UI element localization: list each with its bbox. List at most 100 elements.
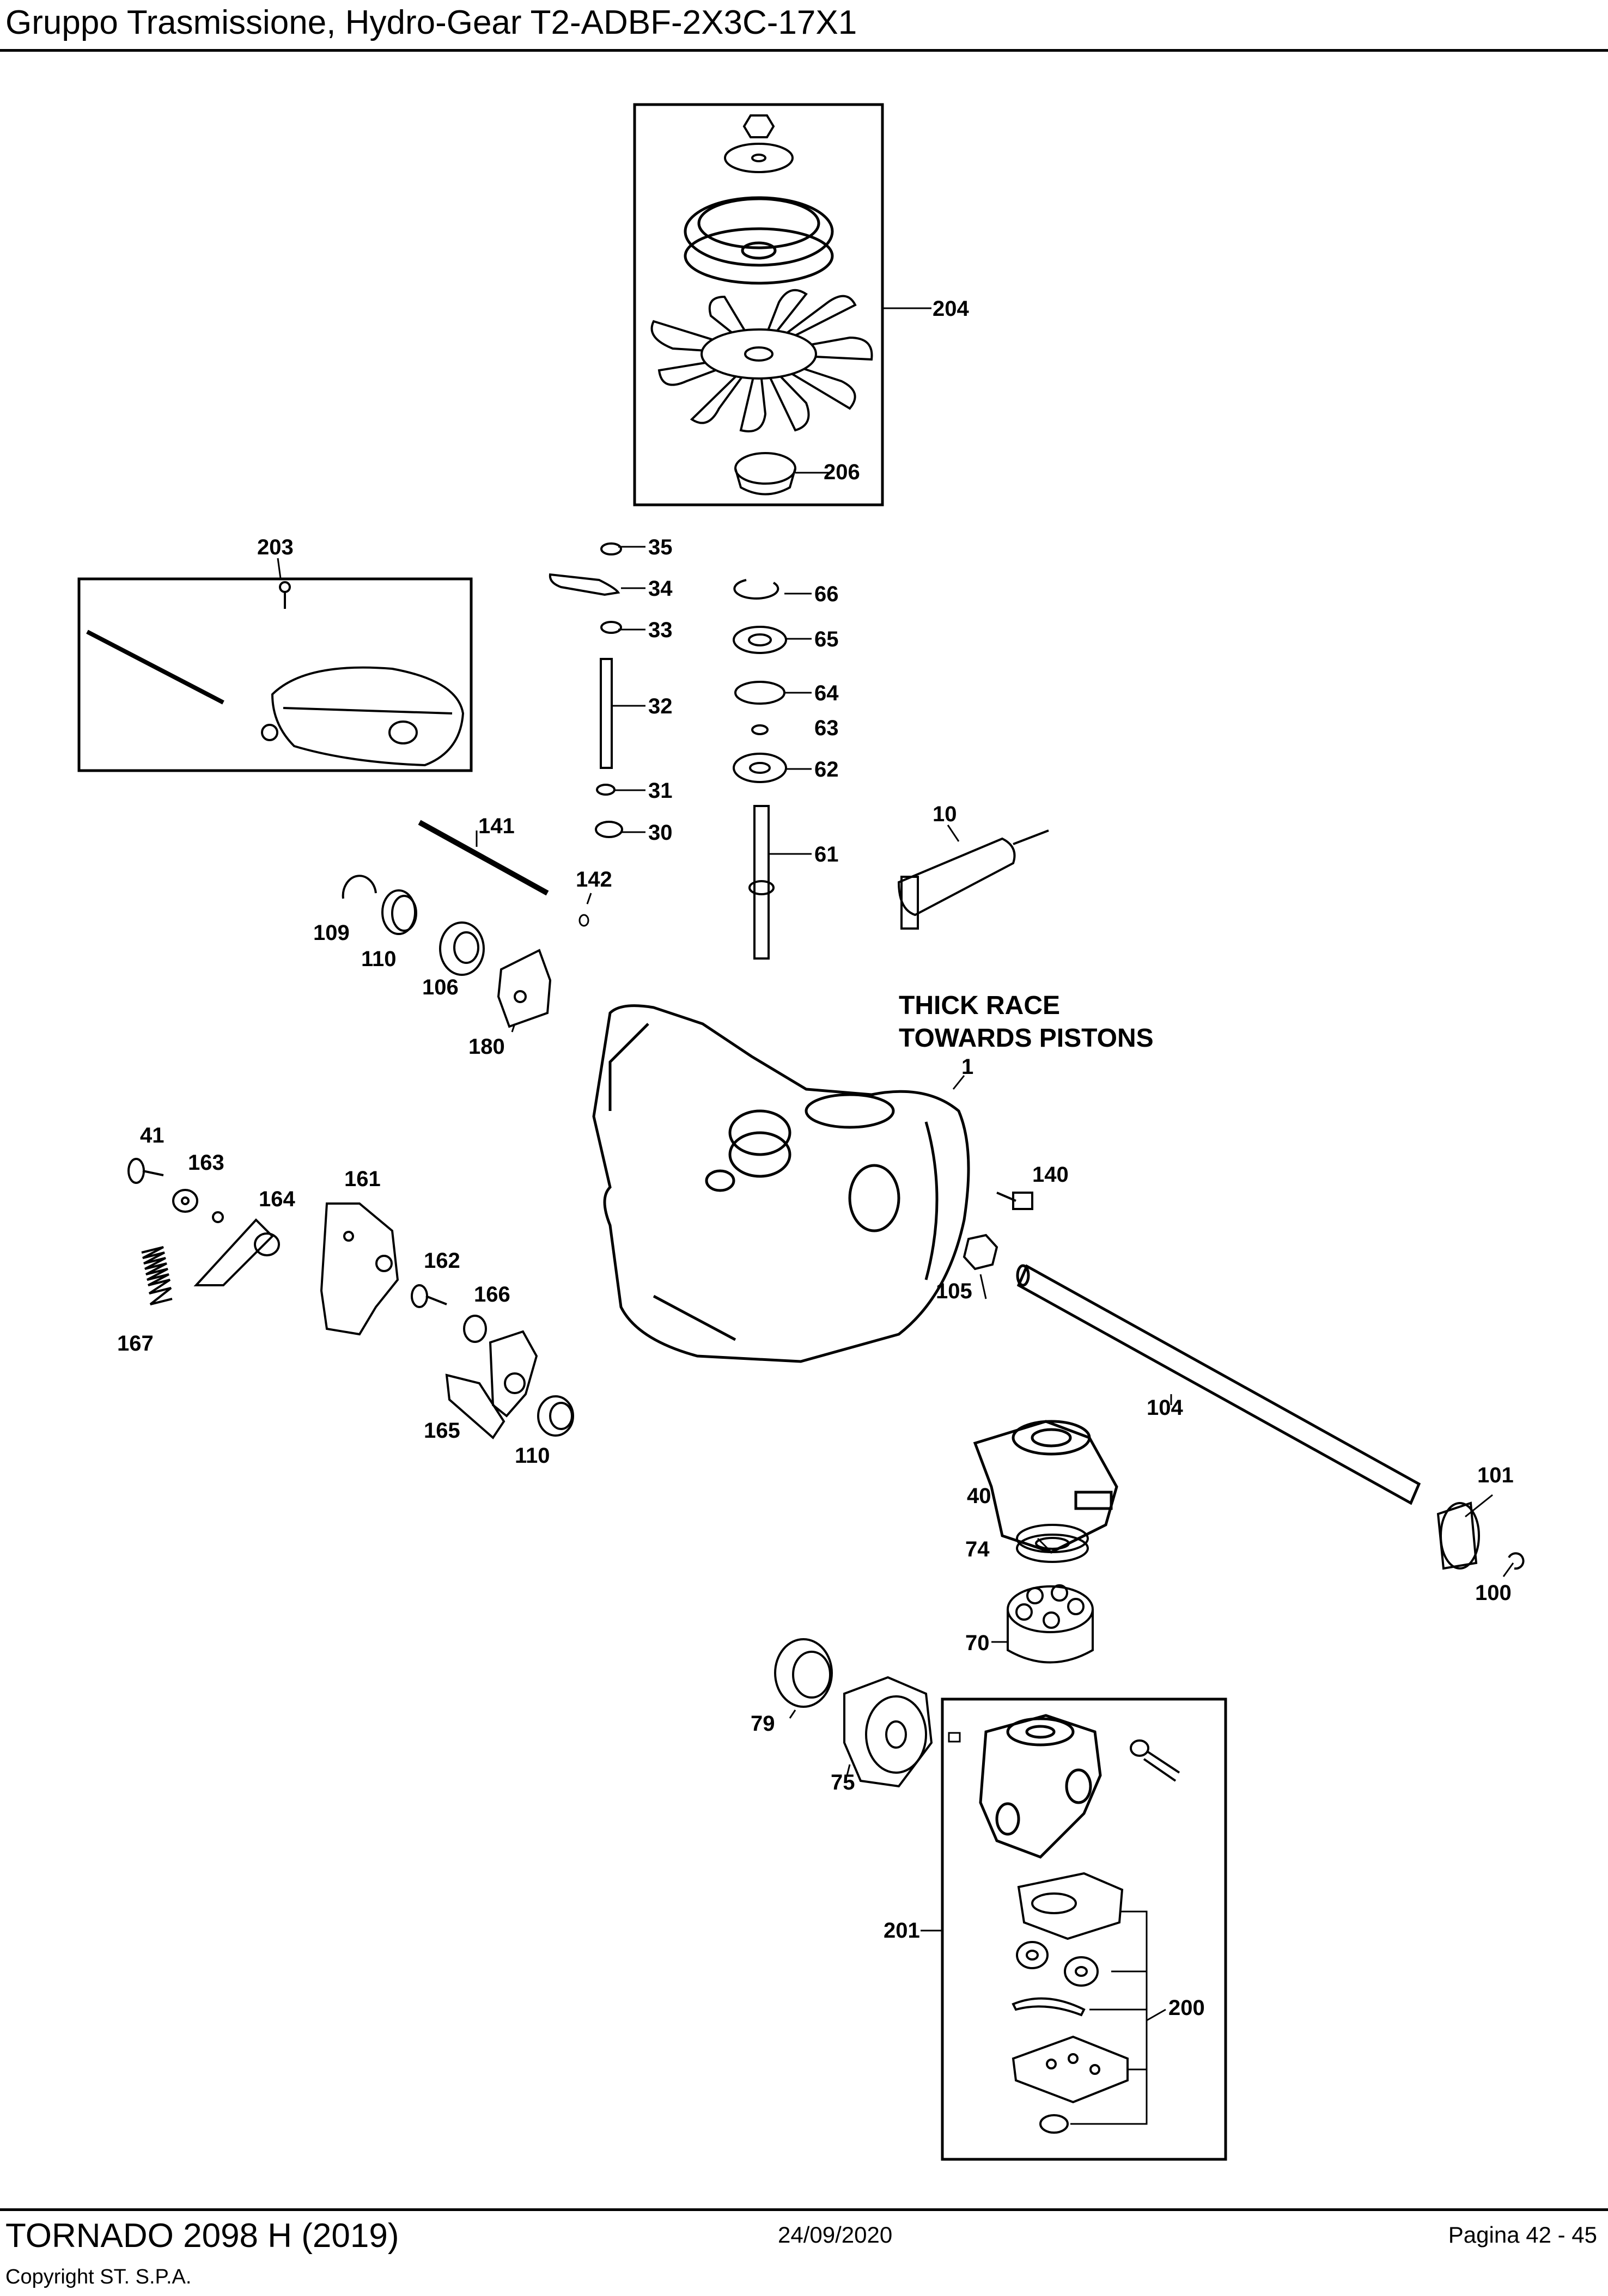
callout-41: 41 [140, 1123, 165, 1147]
assembly-note-line2: TOWARDS PISTONS [899, 1024, 1154, 1053]
assembly-note: THICK RACE TOWARDS PISTONS [899, 991, 1154, 1053]
pin-142 [578, 914, 589, 927]
cooling-fan [650, 289, 873, 432]
plug-kit [1039, 2114, 1069, 2134]
bushing-106 [439, 921, 485, 976]
check-valves [1016, 1941, 1099, 1987]
pulley-nut [724, 114, 794, 173]
thrust-bearing-74 [1016, 1524, 1089, 1563]
lever-165 [445, 1330, 538, 1440]
callout-109: 109 [313, 921, 350, 945]
fan-hub [734, 452, 796, 496]
callout-166: 166 [474, 1283, 510, 1306]
callout-30: 30 [648, 821, 673, 845]
callout-62: 62 [814, 758, 839, 781]
callout-1-line [952, 1075, 965, 1090]
callout-79: 79 [751, 1712, 775, 1736]
callout-33: 33 [648, 618, 673, 642]
input-shaft-callout-lines [769, 593, 812, 855]
reservoir-cover [261, 666, 465, 767]
key-small [948, 1732, 961, 1743]
callout-100: 100 [1475, 1581, 1512, 1605]
page-title: Gruppo Trasmissione, Hydro-Gear T2-ADBF-… [5, 4, 857, 41]
callout-65: 65 [814, 627, 839, 651]
gear-101 [1436, 1501, 1480, 1570]
callout-labels: 204 206 203 35 34 33 32 31 30 66 65 64 6… [117, 297, 1514, 2020]
spring-clip [1012, 1997, 1086, 2017]
center-section-201 [979, 1714, 1102, 1859]
assembly-note-line1: THICK RACE [899, 991, 1060, 1020]
callout-203: 203 [257, 535, 294, 559]
valve-plate [1017, 1872, 1124, 1940]
bracket-180 [497, 949, 552, 1028]
callout-164: 164 [259, 1187, 295, 1211]
retaining-ring-109 [342, 875, 377, 899]
callout-40: 40 [967, 1484, 991, 1508]
callout-64: 64 [814, 681, 839, 705]
callout-180: 180 [468, 1035, 505, 1059]
washer-163 [172, 1189, 198, 1213]
ring-100 [1508, 1552, 1525, 1570]
callout-110-top: 110 [361, 947, 397, 971]
bolt-41 [127, 1158, 164, 1184]
callout-75: 75 [831, 1770, 855, 1794]
callout-161: 161 [344, 1167, 381, 1191]
bolt-kit [1130, 1739, 1180, 1782]
callout-70: 70 [965, 1631, 990, 1655]
callout-35: 35 [648, 535, 673, 559]
callout-163: 163 [188, 1151, 224, 1175]
motor-block-40 [973, 1420, 1118, 1554]
seal-79 [774, 1638, 833, 1708]
bypass-rod [897, 829, 1049, 930]
axle-104 [1016, 1264, 1421, 1505]
callout-140: 140 [1032, 1163, 1069, 1187]
callout-142: 142 [576, 868, 612, 891]
callout-141: 141 [478, 814, 515, 838]
callout-34: 34 [648, 577, 673, 601]
cylinder-block-70 [1007, 1584, 1094, 1664]
callout-204: 204 [933, 297, 969, 321]
callout-104: 104 [1147, 1396, 1183, 1420]
cover-kit-box [77, 577, 473, 772]
callout-32: 32 [648, 694, 673, 718]
callout-31: 31 [648, 779, 673, 803]
fitting-140 [996, 1192, 1033, 1210]
pulley [684, 196, 834, 285]
callout-105: 105 [936, 1279, 972, 1303]
callout-110-bottom: 110 [515, 1444, 550, 1468]
callout-63: 63 [814, 716, 839, 740]
control-shaft-callout-lines [612, 546, 645, 833]
breather-screw [279, 581, 291, 609]
input-shaft-stack [733, 579, 787, 960]
filter-plate [1012, 2035, 1129, 2104]
callout-206: 206 [824, 460, 860, 484]
brake-rod [418, 820, 549, 896]
callout-10-line [947, 825, 960, 842]
nut-105 [963, 1234, 998, 1271]
footer-rule [0, 2208, 1608, 2211]
footer-date: 24/09/2020 [778, 2222, 893, 2248]
callout-leader-lines [277, 307, 1514, 1932]
arm-164 [193, 1211, 280, 1286]
footer-page-number: Pagina 42 - 45 [1448, 2222, 1597, 2248]
callout-200: 200 [1168, 1996, 1205, 2020]
spring-167 [141, 1246, 173, 1305]
control-shaft-stack [549, 542, 623, 838]
pulley-fan-kit-box [633, 103, 884, 506]
callout-61: 61 [814, 842, 839, 866]
transaxle-housing [592, 1004, 970, 1363]
pump-75 [843, 1676, 933, 1788]
bushing-166 [463, 1315, 487, 1343]
header-rule [0, 49, 1608, 52]
bearing-110-bottom [537, 1395, 574, 1437]
center-section-kit-box [941, 1697, 1227, 2161]
callout-165: 165 [424, 1419, 460, 1443]
callout-101: 101 [1477, 1463, 1514, 1487]
callout-74: 74 [965, 1537, 990, 1561]
kit-200-bracket-lines [1070, 1910, 1166, 2125]
bearing-110-top [381, 889, 417, 935]
callout-106: 106 [422, 975, 459, 999]
callout-66: 66 [814, 582, 839, 606]
footer-model: TORNADO 2098 H (2019) [5, 2217, 399, 2255]
callout-1: 1 [961, 1055, 973, 1079]
